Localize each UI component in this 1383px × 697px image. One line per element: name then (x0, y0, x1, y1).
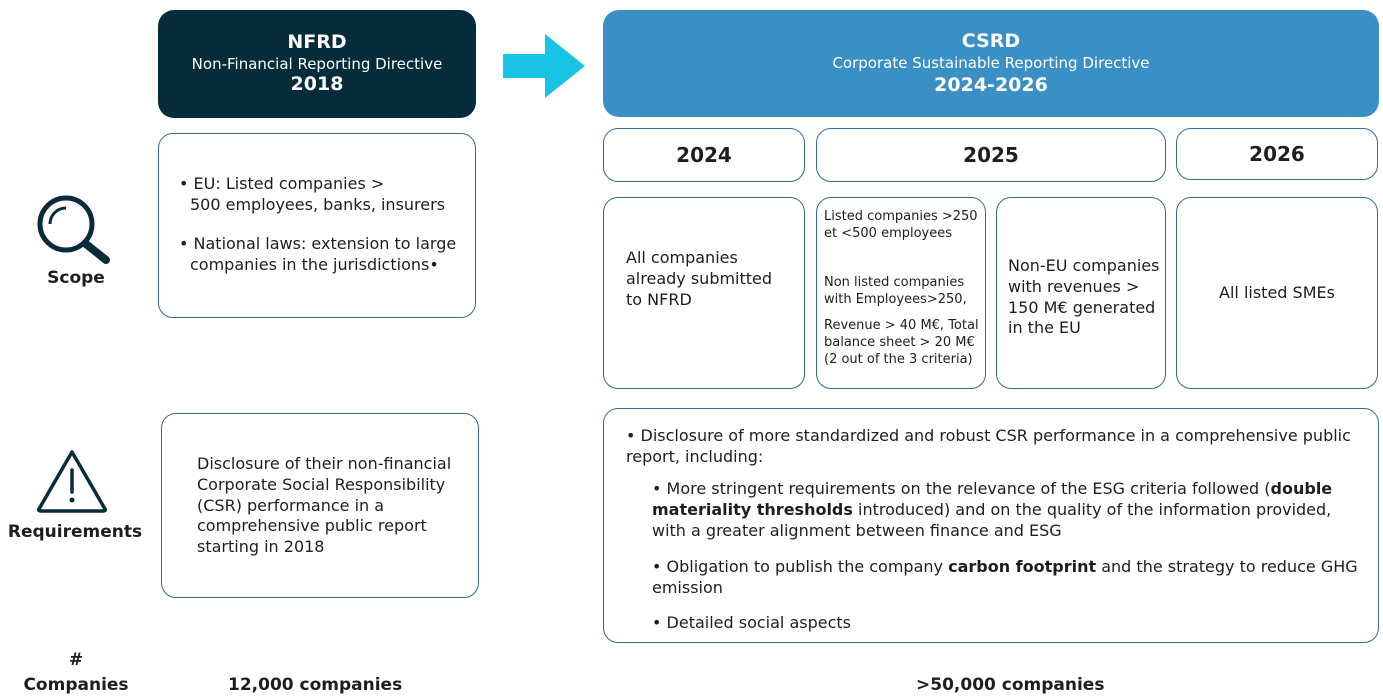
bullet1-part-a: • More stringent requirements on the rel… (652, 479, 1271, 498)
csrd-requirements-bullet3: • Detailed social aspects (652, 613, 851, 632)
nfrd-title: NFRD (287, 30, 347, 53)
csrd-header: CSRD Corporate Sustainable Reporting Dir… (603, 10, 1379, 117)
bullet1-part-b: introduced) and on the quality of the in… (652, 499, 1332, 540)
csrd-scope-2025b-box: Non-EU companies with revenues > 150 M€ … (996, 197, 1166, 389)
year-2026-header: 2026 (1176, 128, 1378, 180)
csrd-scope-2025a-p1: Listed companies >250 et <500 employees (824, 209, 978, 241)
scope-label: Scope (47, 268, 105, 288)
magnifier-icon (37, 195, 110, 264)
csrd-title: CSRD (961, 30, 1021, 53)
csrd-subtitle: Corporate Sustainable Reporting Directiv… (832, 53, 1150, 72)
bullet1-bold: double materiality thresholds (652, 479, 1333, 519)
companies-hash-label: # (68, 650, 84, 670)
csrd-scope-2025a-p3: Revenue > 40 M€, Total balance sheet > 2… (824, 318, 979, 367)
nfrd-year: 2018 (290, 73, 344, 96)
csrd-years: 2024-2026 (934, 74, 1048, 97)
csrd-scope-2026-box: All listed SMEs (1176, 197, 1378, 389)
csrd-scope-2025b-text: Non-EU companies with revenues > 150 M€ … (1008, 256, 1160, 338)
csrd-scope-2025a-p2: Non listed companies with Employees>250, (824, 275, 967, 307)
nfrd-requirements-box: Disclosure of their non-financial Corpor… (161, 413, 479, 598)
csrd-scope-2025a-box: Listed companies >250 et <500 employees … (816, 197, 986, 389)
requirements-label: Requirements (7, 522, 143, 542)
csrd-scope-2024-text: All companies already submitted to NFRD (626, 248, 773, 309)
warning-icon (37, 450, 107, 513)
right-arrow-icon (503, 34, 585, 98)
csrd-scope-2024-box: All companies already submitted to NFRD (603, 197, 805, 389)
csrd-requirements-box: • Disclosure of more standardized and ro… (603, 408, 1379, 643)
nfrd-scope-bullet2-line1: • National laws: extension to large (179, 234, 457, 253)
csrd-requirements-bullet1: • More stringent requirements on the rel… (652, 479, 1367, 541)
bullet2-part-a: • Obligation to publish the company (652, 557, 949, 576)
bullet2-part-b: and the strategy to reduce GHG emission (652, 557, 1358, 597)
csrd-scope-2026-text: All listed SMEs (1219, 282, 1335, 302)
nfrd-scope-bullet1-line2: 500 employees, banks, insurers (190, 195, 446, 214)
nfrd-scope-box: • EU: Listed companies > 500 employees, … (158, 133, 476, 318)
csrd-companies-count: >50,000 companies (916, 675, 1105, 695)
nfrd-companies-count: 12,000 companies (228, 675, 403, 695)
nfrd-header: NFRD Non-Financial Reporting Directive 2… (158, 10, 476, 118)
csrd-requirements-bullet2: • Obligation to publish the company carb… (652, 557, 1367, 599)
companies-label: Companies (23, 675, 129, 695)
year-2025-header: 2025 (816, 128, 1166, 182)
bullet2-bold: carbon footprint (948, 557, 1097, 576)
csrd-requirements-intro: • Disclosure of more standardized and ro… (626, 426, 1351, 466)
nfrd-requirements-text: Disclosure of their non-financial Corpor… (197, 454, 452, 557)
nfrd-subtitle: Non-Financial Reporting Directive (191, 54, 443, 73)
nfrd-scope-bullet2-line2: companies in the jurisdictions• (190, 255, 439, 274)
year-2024-header: 2024 (603, 128, 805, 182)
nfrd-scope-bullet1-line1: • EU: Listed companies > (179, 174, 385, 193)
